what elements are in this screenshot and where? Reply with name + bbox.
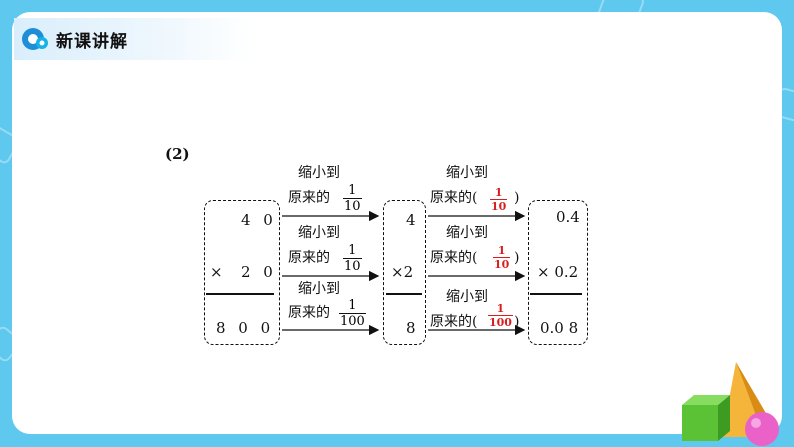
calc3-result: 0.0 8 <box>540 319 579 337</box>
right-arrow-3-line2: 原来的( <box>430 314 478 330</box>
fraction-denominator: 10 <box>343 198 362 214</box>
left-arrow-2-line1: 缩小到 <box>298 225 340 241</box>
fraction-numerator: 1 <box>494 186 503 199</box>
right-arrow-3-close-paren: ) <box>514 314 520 330</box>
fraction-numerator: 1 <box>348 243 357 258</box>
right-arrow-1-line1: 缩小到 <box>446 165 488 181</box>
fraction-denominator: 10 <box>493 257 511 271</box>
fraction-numerator: 1 <box>496 302 505 315</box>
left-arrow-3-fraction: 1 100 <box>339 299 366 328</box>
right-arrow-1-line2: 原来的( <box>430 190 478 206</box>
cube-top-shape <box>682 395 730 405</box>
fraction-numerator: 1 <box>497 244 506 257</box>
calc1-divider <box>206 293 274 295</box>
right-arrow-2-line2: 原来的( <box>430 250 478 266</box>
calc2-multiplier: ×2 <box>391 263 414 281</box>
calc3-top-number: 0.4 <box>556 208 580 226</box>
cube-front-shape <box>682 405 718 441</box>
sphere-highlight-shape <box>751 418 761 428</box>
calc1-multiply-sign: × <box>210 263 223 281</box>
right-arrow-1-answer-fraction: 1 10 <box>490 186 508 213</box>
right-arrow-3-answer-fraction: 1 100 <box>488 303 513 328</box>
fraction-denominator: 10 <box>490 199 508 213</box>
calc3-multiplier: × 0.2 <box>537 263 579 281</box>
fraction-numerator: 1 <box>348 183 357 198</box>
fraction-denominator: 100 <box>488 315 513 329</box>
left-arrow-1-fraction: 1 10 <box>343 184 362 213</box>
right-arrow-2-answer-fraction: 1 10 <box>493 244 511 271</box>
calc1-multiplier: 2 0 <box>241 263 273 281</box>
left-arrow-1-line2: 原来的 <box>288 190 330 206</box>
calc1-result: 8 0 0 <box>216 319 271 337</box>
calculation-box-1 <box>204 200 280 345</box>
calc2-result: 8 <box>406 319 416 337</box>
fraction-numerator: 1 <box>348 298 357 313</box>
right-arrow-2-line1: 缩小到 <box>446 225 488 241</box>
left-arrow-2-fraction: 1 10 <box>343 244 362 273</box>
calc1-top-number: 4 0 <box>241 211 273 229</box>
cube-side-shape <box>718 395 730 441</box>
right-arrow-3-line1: 缩小到 <box>446 289 488 305</box>
right-arrow-2-close-paren: ) <box>514 250 520 266</box>
left-arrow-3-line2: 原来的 <box>288 305 330 321</box>
geometric-shapes-decoration <box>682 362 779 446</box>
calc2-divider <box>386 293 422 295</box>
double-circle-logo-icon <box>22 28 48 50</box>
right-arrow-1-close-paren: ) <box>514 190 520 206</box>
header-bar <box>14 18 254 60</box>
calculation-box-2 <box>383 200 426 345</box>
left-arrow-2-line2: 原来的 <box>288 250 330 266</box>
problem-label: (2) <box>165 145 190 163</box>
fraction-denominator: 10 <box>343 258 362 274</box>
section-title: 新课讲解 <box>56 32 128 52</box>
sphere-shape <box>745 412 779 446</box>
calc3-divider <box>530 293 582 295</box>
calc2-top-number: 4 <box>406 211 416 229</box>
calculation-box-3 <box>528 200 588 345</box>
fraction-denominator: 100 <box>339 313 366 329</box>
left-arrow-3-line1: 缩小到 <box>298 281 340 297</box>
slide-card <box>12 12 782 434</box>
left-arrow-1-line1: 缩小到 <box>298 165 340 181</box>
